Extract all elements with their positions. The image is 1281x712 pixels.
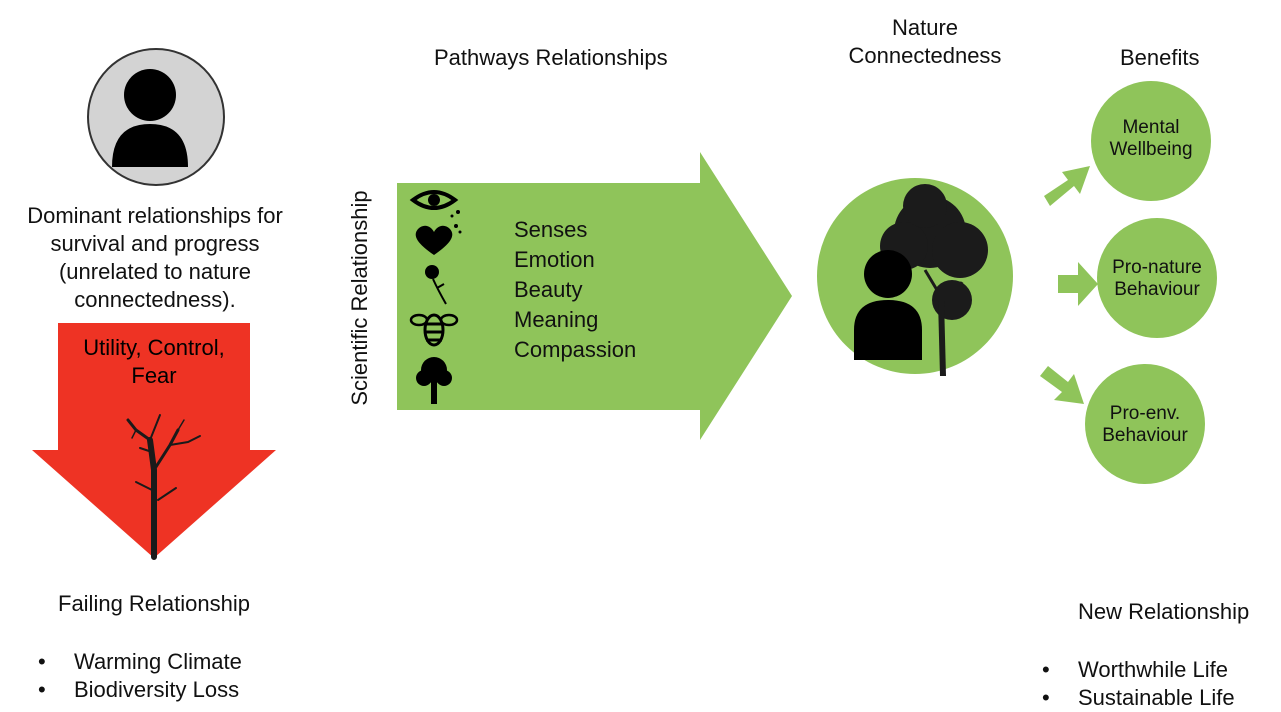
person-avatar-icon	[87, 48, 225, 186]
dominant-line: Dominant relationships for	[27, 203, 283, 228]
tree-icon	[416, 357, 452, 404]
nature-connectedness-title: Nature Connectedness	[820, 14, 1030, 70]
benefit-label-wellbeing: Mental Wellbeing	[1091, 117, 1211, 161]
benefit-circle-pro-env	[1085, 364, 1205, 484]
pathways-title: Pathways Relationships	[434, 45, 668, 70]
list-item-text: Worthwhile Life	[1078, 657, 1228, 682]
benefit-line: Behaviour	[1102, 425, 1188, 446]
pathway-beauty: Beauty	[514, 277, 583, 302]
pathways-list: Senses Emotion Beauty Meaning Compassion	[514, 215, 636, 365]
title-line: Connectedness	[848, 43, 1002, 68]
benefit-line: Wellbeing	[1109, 139, 1193, 160]
list-item: •Sustainable Life	[1042, 685, 1235, 710]
failing-arrow-label: Utility, Control, Fear	[58, 334, 250, 390]
arrow-to-wellbeing	[1044, 166, 1090, 206]
benefit-line: Mental	[1122, 117, 1180, 138]
list-item: •Biodiversity Loss	[38, 677, 240, 702]
rose-icon	[425, 265, 447, 305]
pathways-arrow	[397, 152, 792, 440]
heart-icon	[415, 224, 462, 255]
benefits-title: Benefits	[1120, 45, 1200, 70]
person-silhouette-icon	[854, 250, 922, 360]
dominant-line: connectedness).	[74, 287, 236, 312]
eye-icon	[409, 190, 460, 218]
benefit-line: Behaviour	[1114, 279, 1200, 300]
list-item-text: Sustainable Life	[1078, 685, 1235, 710]
pathway-compassion: Compassion	[514, 337, 637, 362]
dominant-relationships-text: Dominant relationships for survival and …	[0, 202, 310, 314]
dominant-line: (unrelated to nature	[58, 259, 252, 284]
pathway-emotion: Emotion	[514, 247, 595, 272]
dead-tree-icon	[126, 414, 201, 560]
new-relationship-title: New Relationship	[1078, 599, 1250, 624]
benefit-circle-wellbeing	[1091, 81, 1211, 201]
scientific-relationship-label: Scientific Relationship	[347, 190, 372, 406]
list-item: •Warming Climate	[38, 649, 242, 674]
bee-icon	[409, 313, 459, 347]
arrow-label-line: Fear	[131, 363, 177, 388]
arrow-to-pro-nature	[1058, 262, 1098, 306]
benefit-line: Pro-env.	[1109, 403, 1181, 424]
failing-arrow	[32, 323, 276, 558]
pathway-senses: Senses	[514, 217, 588, 242]
benefit-label-pro-nature: Pro-nature Behaviour	[1097, 257, 1217, 301]
arrow-to-pro-env	[1040, 366, 1084, 404]
tree-illustration-icon	[880, 184, 988, 376]
benefit-circle-pro-nature	[1097, 218, 1217, 338]
failing-relationship-title: Failing Relationship	[58, 591, 250, 616]
list-item: •Worthwhile Life	[1042, 657, 1228, 682]
benefit-line: Pro-nature	[1112, 257, 1202, 278]
list-item-text: Biodiversity Loss	[74, 677, 240, 702]
failing-relationship-list: •Warming Climate •Biodiversity Loss	[38, 648, 242, 704]
list-item-text: Warming Climate	[74, 649, 242, 674]
benefit-label-pro-env: Pro-env. Behaviour	[1085, 403, 1205, 447]
title-line: Nature	[891, 15, 959, 40]
dominant-line: survival and progress	[50, 231, 260, 256]
pathway-meaning: Meaning	[514, 307, 599, 332]
arrow-label-line: Utility, Control,	[83, 335, 225, 360]
